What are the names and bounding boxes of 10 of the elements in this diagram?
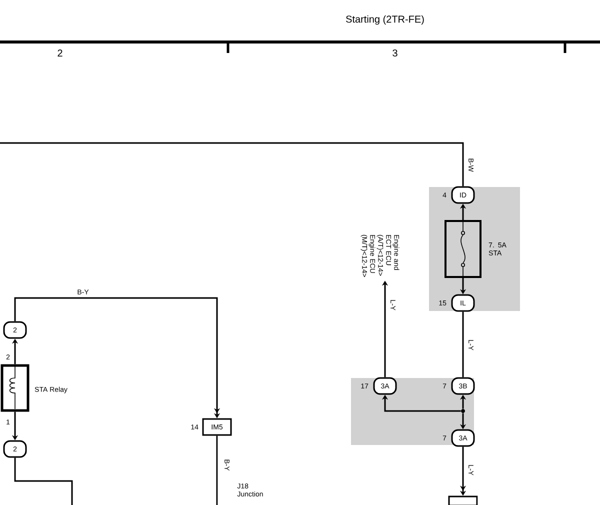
relay-box — [0, 364, 30, 412]
wire — [0, 142, 464, 186]
column-number: 3 — [392, 49, 398, 57]
column-number: 2 — [58, 50, 62, 56]
wire — [216, 436, 218, 505]
wire — [462, 312, 464, 378]
title: Starting (2TR-FE) — [346, 15, 424, 25]
connector — [448, 496, 478, 505]
wire — [14, 458, 73, 505]
fuse-box — [444, 220, 482, 278]
